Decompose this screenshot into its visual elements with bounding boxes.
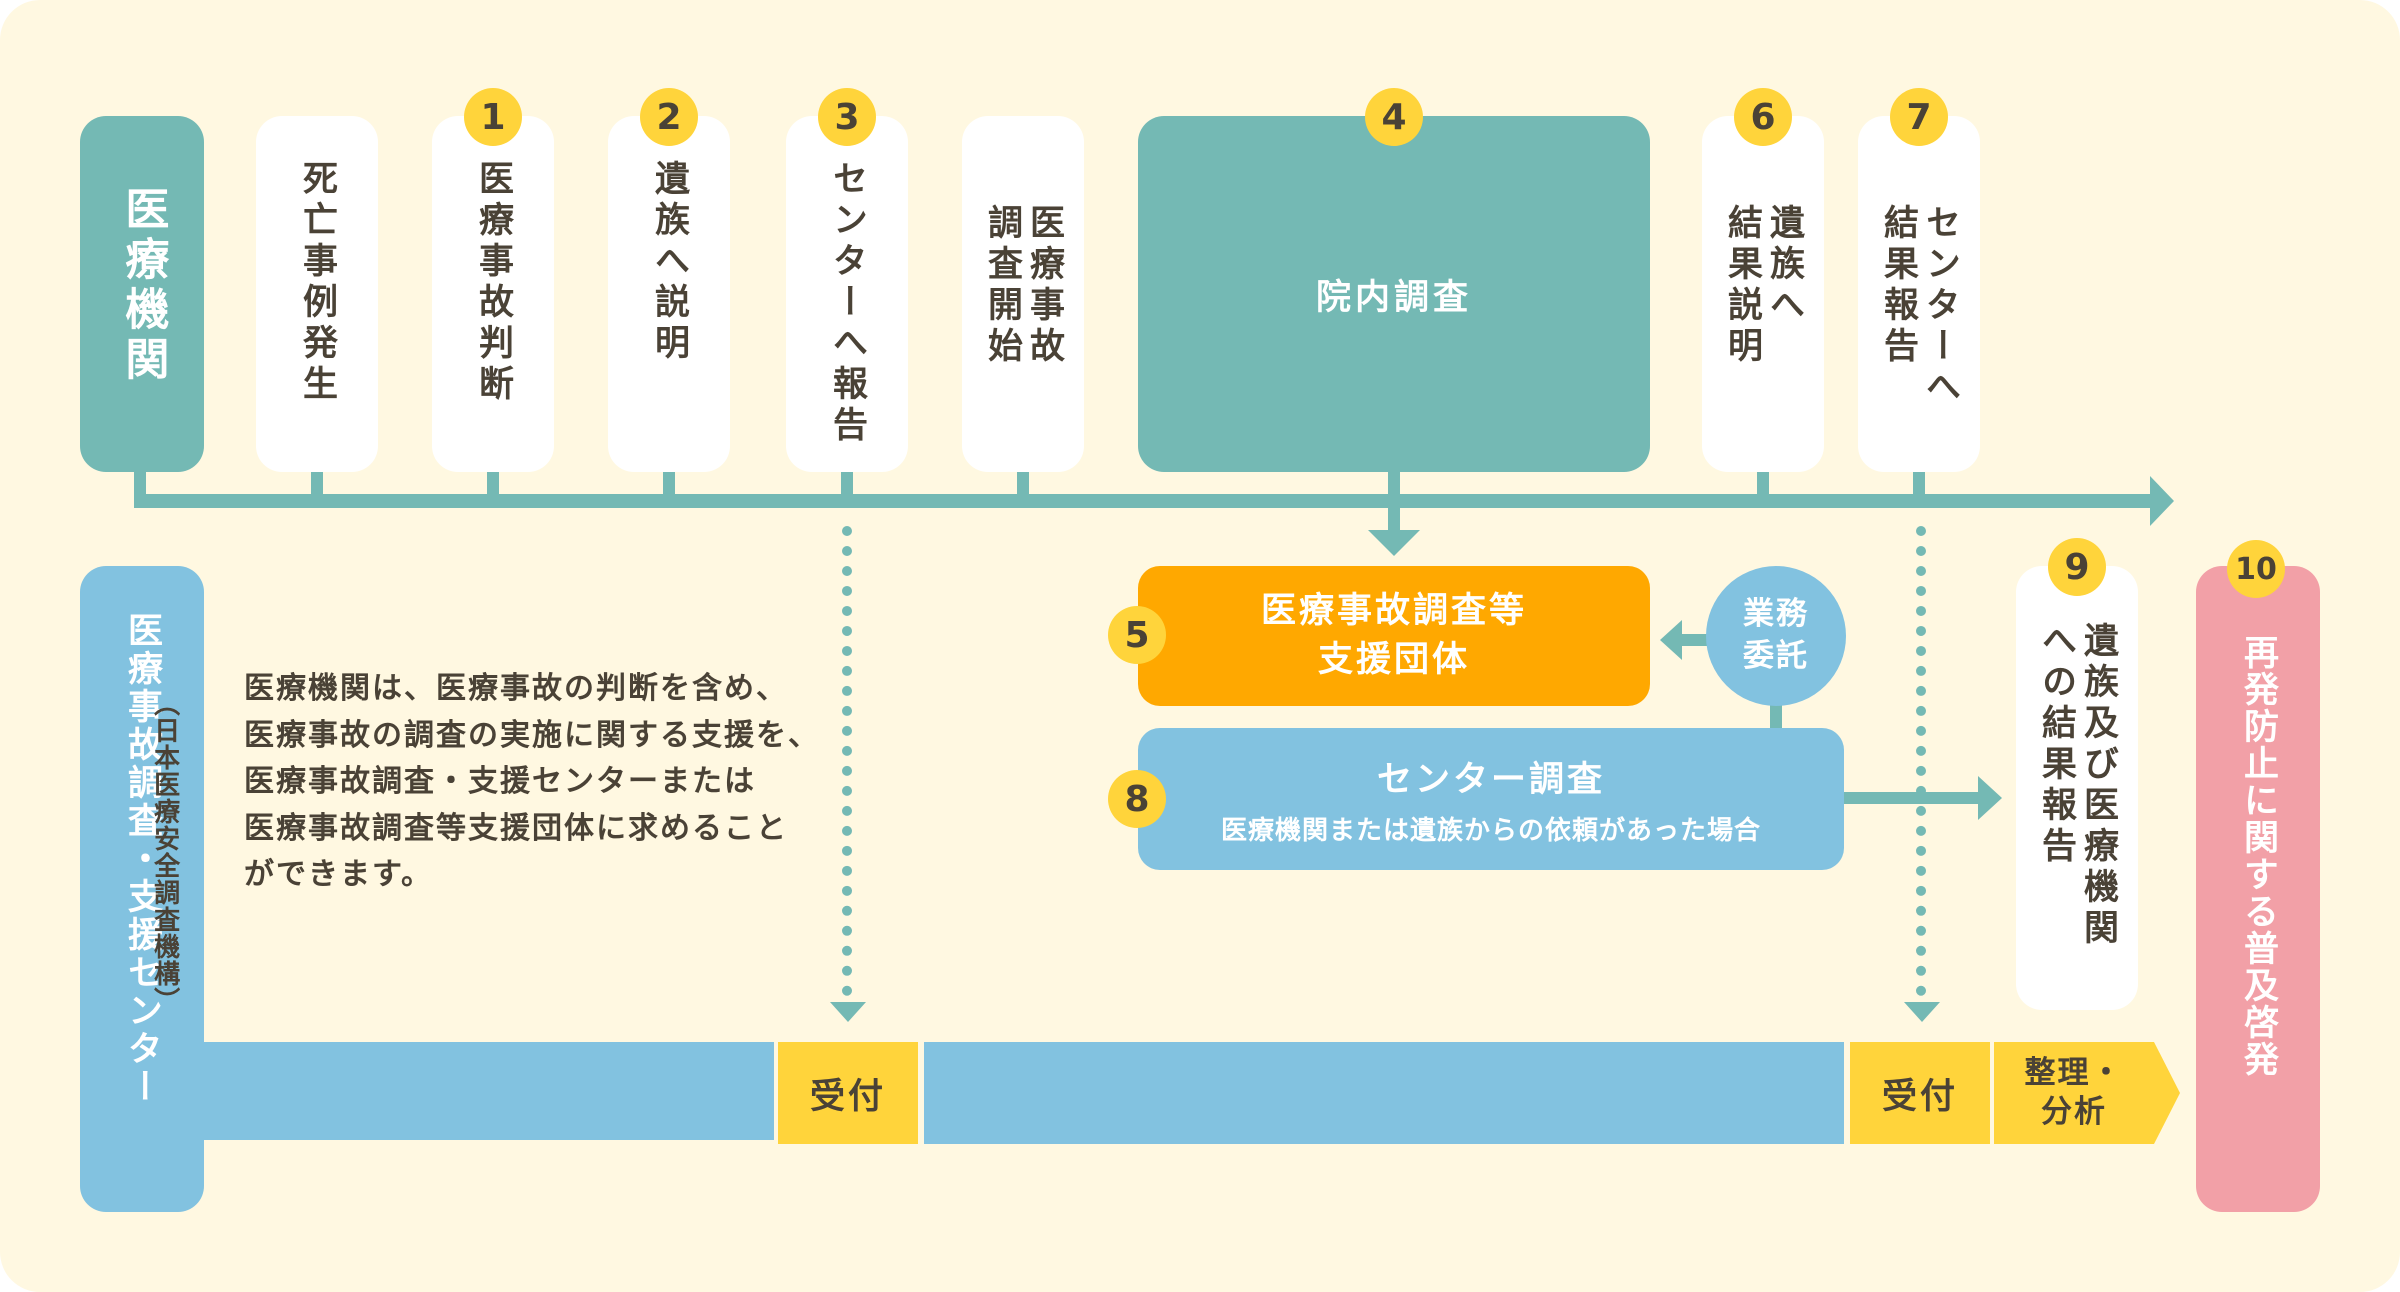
step-badge: 6 (1734, 88, 1792, 146)
prevention-card: 再発防止に関する普及啓発 (2196, 566, 2320, 1212)
outsourcing-label: 業務 委託 (1743, 596, 1809, 674)
support-organization-label: 医療事故調査等 支援団体 (1260, 591, 1527, 680)
step-label: センターへ 結果報告 (1878, 204, 1960, 409)
timeline-line (134, 494, 2166, 508)
result-report-card: 遺族及び医療機関 への結果報告 (2016, 566, 2138, 1010)
step-badge: 1 (464, 88, 522, 146)
center-investigation-title: センター調査 (1376, 760, 1605, 800)
step-badge: 7 (1890, 88, 1948, 146)
dotted-arrow-head-1 (830, 1002, 866, 1022)
analysis-arrow-shape (1994, 1042, 2180, 1144)
reception-label-2: 受付 (1881, 1076, 1958, 1117)
step-explain-to-family: 遺族へ説明 (608, 116, 730, 472)
result-arrow-icon (1978, 776, 2002, 820)
medical-institution-header: 医療機関 (80, 116, 204, 472)
analysis-box: 整理・ 分析 (1994, 1042, 2154, 1144)
step-label: 遺族へ説明 (649, 160, 689, 365)
center-header: 医療事故調査・支援センター (80, 566, 204, 1212)
center-bar-middle (924, 1042, 1844, 1144)
support-down-arrow-icon (1368, 530, 1420, 556)
result-arrow-line (1840, 792, 1980, 804)
step-in-house-investigation: 院内調査 (1138, 116, 1650, 472)
step-badge: 2 (640, 88, 698, 146)
step-accident-judgment: 医療事故判断 (432, 116, 554, 472)
step-report-to-center: センターへ報告 (786, 116, 908, 472)
support-organization-badge: 5 (1108, 606, 1166, 664)
step-label: 死亡事例発生 (297, 160, 337, 406)
dotted-arrow-head-2 (1904, 1002, 1940, 1022)
step-label: 遺族へ 結果説明 (1722, 204, 1804, 368)
center-investigation-box: センター調査 医療機関または遺族からの依頼があった場合 (1138, 728, 1844, 870)
prevention-label: 再発防止に関する普及啓発 (2238, 634, 2278, 1078)
step-badge: 3 (818, 88, 876, 146)
step-label: 医療事故 調査開始 (982, 204, 1064, 368)
in-house-investigation-label: 院内調査 (1315, 277, 1472, 318)
prevention-badge: 10 (2227, 540, 2285, 598)
step-death-occurrence: 死亡事例発生 (256, 116, 378, 472)
center-support-note: 医療機関は、医療事故の判断を含め、 医療事故の調査の実施に関する支援を、 医療事… (244, 671, 820, 892)
center-investigation-badge: 8 (1108, 770, 1166, 828)
step-investigation-start: 医療事故 調査開始 (962, 116, 1084, 472)
medical-institution-label: 医療機関 (117, 186, 169, 386)
step-result-report-center: センターへ 結果報告 (1858, 116, 1980, 472)
outsourcing-circle: 業務 委託 (1706, 566, 1846, 706)
reception-box-2: 受付 (1850, 1042, 1990, 1144)
support-down-stem (1388, 508, 1400, 532)
center-investigation-subtitle: 医療機関または遺族からの依頼があった場合 (1220, 816, 1761, 846)
support-organization-box: 医療事故調査等 支援団体 (1138, 566, 1650, 706)
result-report-label: 遺族及び医療機関 への結果報告 (2036, 622, 2118, 950)
reception-label-1: 受付 (809, 1076, 886, 1117)
result-report-badge: 9 (2048, 538, 2106, 596)
outsourcing-stem (1770, 700, 1782, 732)
timeline-arrow-icon (2150, 476, 2174, 526)
dotted-line-1 (842, 526, 852, 996)
dotted-line-2 (1916, 526, 1926, 996)
center-label: 医療事故調査・支援センター (122, 612, 162, 1106)
center-sublabel: （日本医療安全調査機構） (149, 690, 180, 1014)
analysis-label: 整理・ 分析 (2024, 1055, 2124, 1130)
step-label: センターへ報告 (827, 160, 867, 447)
reception-box-1: 受付 (778, 1042, 918, 1144)
step-result-explanation: 遺族へ 結果説明 (1702, 116, 1824, 472)
center-bar-left (204, 1042, 774, 1140)
outsourcing-arrow-icon (1660, 620, 1682, 660)
step-label: 医療事故判断 (473, 160, 513, 406)
step-badge: 4 (1365, 88, 1423, 146)
